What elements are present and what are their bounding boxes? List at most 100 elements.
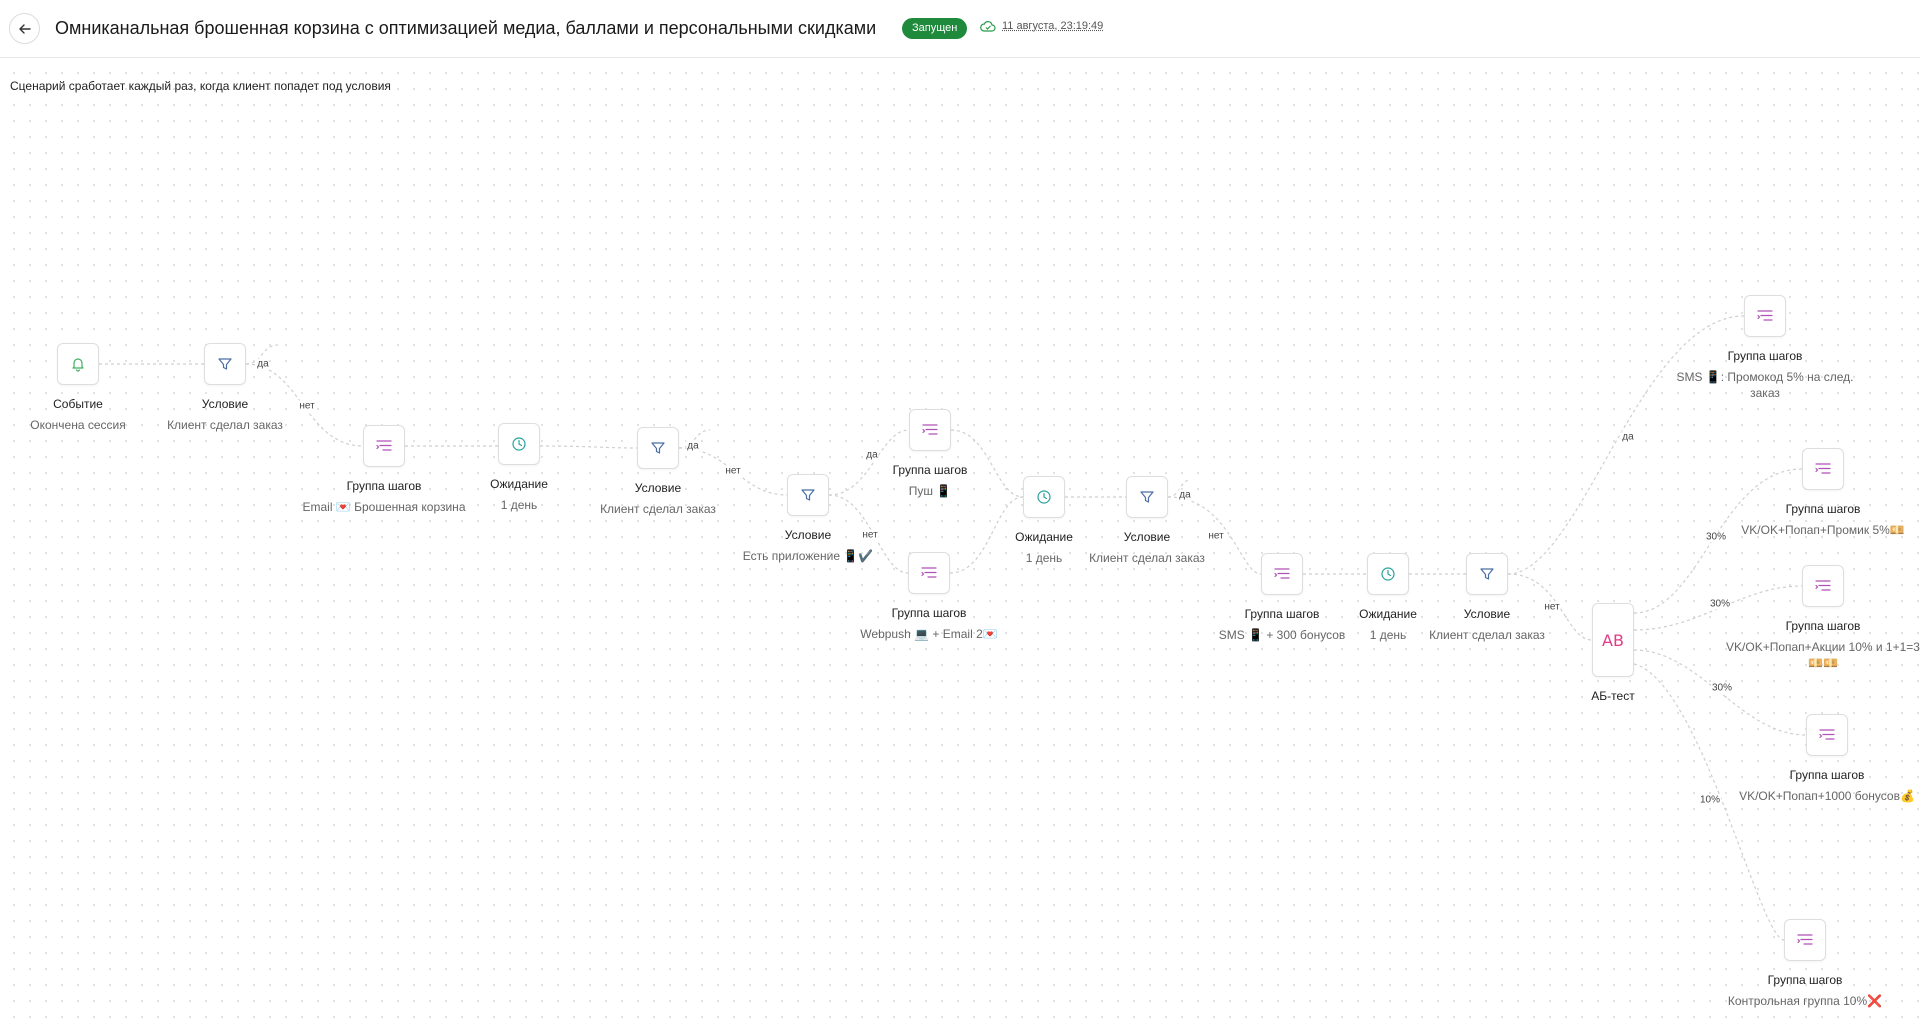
node-title: Группа шагов	[346, 479, 422, 493]
node-group-email[interactable]: Группа шагов Email 💌 Брошенная корзина	[294, 425, 474, 515]
node-subtitle: SMS 📱: Промокод 5% на след. заказ	[1676, 370, 1854, 400]
node-group-email-box[interactable]	[363, 425, 405, 467]
node-condition-2-box[interactable]	[637, 427, 679, 469]
arrow-left-icon	[18, 23, 31, 34]
node-wait-1[interactable]: Ожидание 1 день	[429, 423, 609, 513]
node-title: Группа шагов	[1727, 349, 1803, 363]
node-group-push[interactable]: Группа шагов Пуш 📱	[840, 409, 1020, 499]
steps-group-icon	[922, 424, 938, 435]
node-group-push-box[interactable]	[909, 409, 951, 451]
node-condition-4-box[interactable]	[1466, 553, 1508, 595]
node-event-box[interactable]	[57, 343, 99, 385]
edge-label-ab-a: 30%	[1704, 531, 1728, 543]
node-group-control[interactable]: Группа шагов Контрольная группа 10%❌	[1715, 919, 1895, 1009]
steps-group-icon	[376, 440, 392, 451]
page-title: Омниканальная брошенная корзина с оптими…	[55, 18, 877, 38]
node-condition-app[interactable]: Условие Есть приложение 📱✔️	[718, 474, 898, 564]
node-subtitle: Клиент сделал заказ	[600, 502, 716, 516]
steps-group-icon	[1797, 934, 1813, 945]
node-title: Условие	[1463, 607, 1511, 621]
edge-label-cond4-no: нет	[1543, 601, 1561, 613]
node-wait-3-box[interactable]	[1367, 553, 1409, 595]
clock-icon	[1037, 490, 1051, 504]
node-event[interactable]: Событие Окончена сессия	[0, 343, 168, 433]
node-subtitle: VK/OK+Попап+1000 бонусов💰	[1739, 789, 1915, 803]
node-ab-test-box[interactable]: AB	[1592, 603, 1634, 677]
node-condition-1[interactable]: Условие Клиент сделал заказ	[135, 343, 315, 433]
node-group-akcii[interactable]: Группа шагов VK/OK+Попап+Акции 10% и 1+1…	[1726, 565, 1920, 671]
node-group-promik[interactable]: Группа шагов VK/OK+Попап+Промик 5%💴	[1733, 448, 1913, 538]
node-group-sms[interactable]: Группа шагов SMS 📱 + 300 бонусов	[1192, 553, 1372, 643]
clock-icon	[512, 437, 526, 451]
node-group-promo[interactable]: Группа шагов SMS 📱: Промокод 5% на след.…	[1675, 295, 1855, 401]
node-group-akcii-box[interactable]	[1802, 565, 1844, 607]
node-group-webpush-box[interactable]	[908, 552, 950, 594]
clock-icon	[1381, 567, 1395, 581]
steps-group-icon	[1815, 463, 1831, 474]
node-subtitle: VK/OK+Попап+Промик 5%💴	[1741, 523, 1905, 537]
edge-label-cond3-yes: да	[1178, 489, 1192, 501]
node-title: Группа шагов	[1785, 502, 1861, 516]
funnel-icon	[1480, 568, 1494, 580]
node-group-control-box[interactable]	[1784, 919, 1826, 961]
node-ab-test[interactable]: AB АБ-тест	[1523, 603, 1703, 703]
node-condition-2[interactable]: Условие Клиент сделал заказ	[568, 427, 748, 517]
node-subtitle: 1 день	[500, 498, 538, 512]
edge-label-cond2-no: нет	[724, 465, 742, 477]
funnel-icon	[801, 489, 815, 501]
steps-group-icon	[1757, 310, 1773, 321]
funnel-icon	[218, 358, 232, 370]
node-title: Условие	[1123, 530, 1171, 544]
node-title: Группа шагов	[892, 463, 968, 477]
node-subtitle: Email 💌 Брошенная корзина	[302, 500, 466, 514]
steps-group-icon	[1815, 580, 1831, 591]
node-group-bonus[interactable]: Группа шагов VK/OK+Попап+1000 бонусов💰	[1737, 714, 1917, 804]
edge-label-cond3-no: нет	[1207, 530, 1225, 542]
status-badge: Запущен	[902, 18, 968, 39]
edge-label-ab-d: 10%	[1698, 794, 1722, 806]
edge-label-cond2-yes: да	[686, 440, 700, 452]
node-group-webpush[interactable]: Группа шагов Webpush 💻 + Email 2💌	[839, 552, 1019, 642]
node-condition-app-box[interactable]	[787, 474, 829, 516]
node-condition-4[interactable]: Условие Клиент сделал заказ	[1397, 553, 1577, 643]
node-wait-2[interactable]: Ожидание 1 день	[954, 476, 1134, 566]
node-condition-3-box[interactable]	[1126, 476, 1168, 518]
edge-label-app-no: нет	[861, 529, 879, 541]
funnel-icon	[651, 442, 665, 454]
saved-timestamp[interactable]: 11 августа, 23:19:49	[1002, 20, 1104, 32]
steps-group-icon	[1274, 568, 1290, 579]
node-title: Группа шагов	[1767, 973, 1843, 987]
node-group-promik-box[interactable]	[1802, 448, 1844, 490]
edge-label-cond1-yes: да	[256, 358, 270, 370]
back-button[interactable]	[9, 13, 40, 44]
edge-label-cond1-no: нет	[298, 400, 316, 412]
node-group-bonus-box[interactable]	[1806, 714, 1848, 756]
node-subtitle: Клиент сделал заказ	[1429, 628, 1545, 642]
edge-label-cond4-yes: да	[1621, 431, 1635, 443]
node-title: Группа шагов	[891, 606, 967, 620]
node-group-promo-box[interactable]	[1744, 295, 1786, 337]
funnel-icon	[1140, 491, 1154, 503]
node-subtitle: 1 день	[1025, 551, 1063, 565]
node-title: Условие	[634, 481, 682, 495]
node-title: Условие	[201, 397, 249, 411]
cloud-check-icon	[980, 21, 996, 32]
node-group-sms-box[interactable]	[1261, 553, 1303, 595]
node-wait-1-box[interactable]	[498, 423, 540, 465]
save-status: 11 августа, 23:19:49	[980, 20, 1103, 32]
node-title: Ожидание	[1359, 607, 1417, 621]
node-subtitle: Клиент сделал заказ	[1089, 551, 1205, 565]
node-title: Группа шагов	[1785, 619, 1861, 633]
node-condition-1-box[interactable]	[204, 343, 246, 385]
node-subtitle: Есть приложение 📱✔️	[742, 549, 874, 563]
edge-label-ab-b: 30%	[1708, 598, 1732, 610]
node-subtitle: VK/OK+Попап+Акции 10% и 1+1=3💴💴	[1726, 640, 1920, 670]
node-subtitle: SMS 📱 + 300 бонусов	[1218, 628, 1346, 642]
node-title: Условие	[784, 528, 832, 542]
node-subtitle: Клиент сделал заказ	[167, 418, 283, 432]
steps-group-icon	[921, 567, 937, 578]
node-wait-3[interactable]: Ожидание 1 день	[1298, 553, 1478, 643]
node-condition-3[interactable]: Условие Клиент сделал заказ	[1057, 476, 1237, 566]
node-wait-2-box[interactable]	[1023, 476, 1065, 518]
node-title: Группа шагов	[1244, 607, 1320, 621]
